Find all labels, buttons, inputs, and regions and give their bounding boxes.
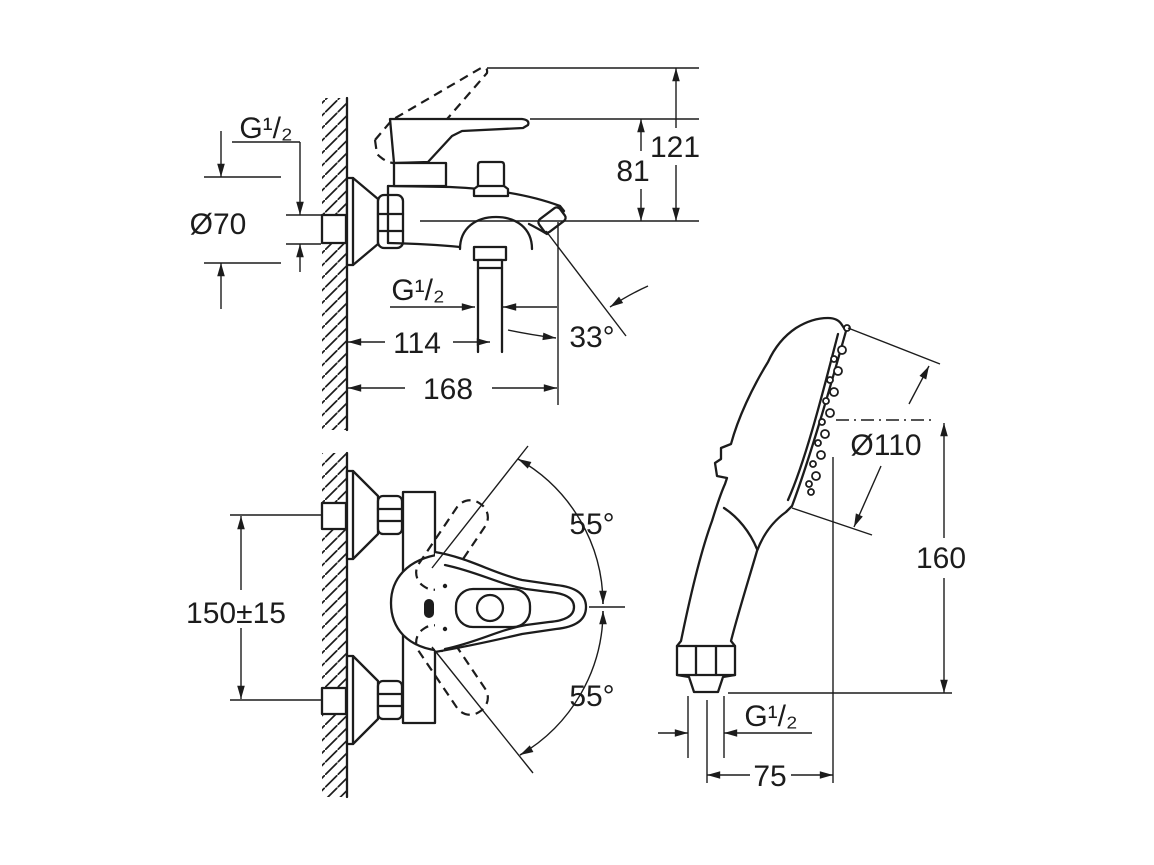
cartridge-collar [392, 161, 448, 188]
dim-inlet-centers-label: 150±15 [186, 597, 286, 630]
view-mixer-side: G¹/₂ Ø70 121 81 G¹/₂ 114 33° 168 [190, 66, 700, 432]
lever-side [388, 117, 530, 165]
escutcheon-side [345, 176, 405, 267]
temperature-marker [424, 599, 434, 618]
dim-head-offset-label: 75 [753, 760, 786, 793]
shower-outlet [472, 245, 508, 354]
dim-lever-swing-up-label: 55° [569, 508, 614, 541]
wall-inlet-fitting [320, 213, 348, 245]
dim-escutcheon-diameter-label: Ø70 [190, 208, 247, 241]
hand-shower-details [675, 332, 840, 677]
escutcheon-bottom-front [345, 654, 404, 746]
wall-hatching-side [322, 96, 349, 432]
lever-front [424, 550, 588, 654]
dim-outlet-thread-label: G¹/₂ [391, 274, 444, 307]
view-hand-shower: Ø110 160 G¹/₂ 75 [658, 316, 966, 793]
lever-positions-dashed-front [415, 499, 489, 716]
aerator [537, 206, 567, 234]
view-mixer-front: 150±15 55° 55° [186, 445, 625, 799]
dim-wall-thread-label: G¹/₂ [239, 112, 292, 145]
dim-wall-to-outlet-label: 114 [393, 327, 441, 360]
dim-hose-thread-label: G¹/₂ [744, 700, 797, 733]
dim-head-diameter-label: Ø110 [850, 429, 921, 462]
spray-nozzles [805, 324, 851, 496]
inlet-fitting-bottom [320, 686, 348, 716]
dim-lever-swing-down-label: 55° [569, 680, 614, 713]
dim-total-height-label: 121 [650, 131, 700, 164]
hand-shower-outline [675, 316, 848, 694]
dimensions-side: G¹/₂ Ø70 121 81 G¹/₂ 114 33° 168 [190, 67, 700, 406]
dimensions-hand-shower: Ø110 160 G¹/₂ 75 [658, 327, 966, 793]
diverter-knob [472, 160, 510, 198]
escutcheon-top-front [345, 469, 404, 561]
dim-spout-angle-label: 33° [569, 321, 614, 354]
inlet-fitting-top [320, 501, 348, 531]
mixer-body-side [386, 160, 567, 354]
mixer-body-front [389, 552, 446, 653]
dim-shower-length-label: 160 [916, 542, 966, 575]
dim-wall-to-tip-label: 168 [423, 373, 473, 406]
diverter-dome [458, 215, 534, 251]
dimensions-front: 150±15 55° 55° [186, 445, 625, 774]
dim-spout-height-label: 81 [616, 155, 649, 188]
